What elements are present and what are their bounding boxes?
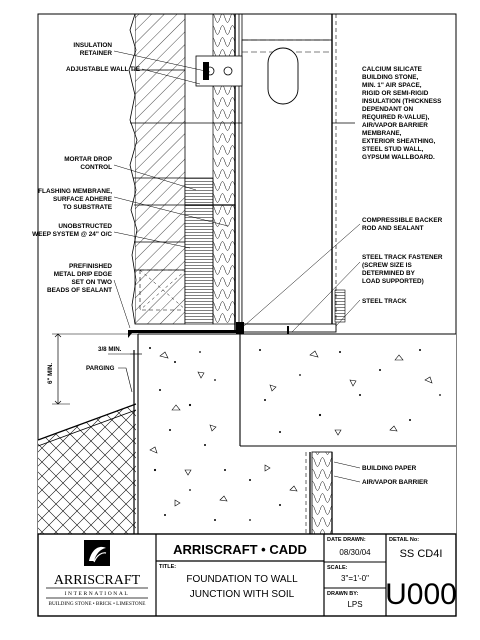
drawn-by-field-label: DRAWN BY: [327, 591, 359, 597]
flashing-membrane [185, 204, 236, 325]
stone-veneer [128, 13, 355, 325]
detail-field-label: DETAIL No: [389, 537, 419, 543]
min-height-label: 6" MIN. [47, 363, 54, 384]
arriscraft-logo: ARRISCRAFT INTERNATIONAL BUILDING STONE … [46, 540, 148, 607]
logo-product-line: BUILDING STONE • BRICK • LIMESTONE [49, 601, 146, 607]
logo-name: ARRISCRAFT [54, 573, 141, 588]
flashing-label-2: SURFACE ADHERE [53, 196, 113, 203]
wall-spec-6: DEPENDANT ON [362, 106, 414, 113]
backer-rod-label-2: ROD AND SEALANT [362, 225, 424, 232]
wall-tie [195, 55, 243, 87]
title-block: ARRISCRAFT INTERNATIONAL BUILDING STONE … [37, 533, 457, 617]
wall-spec-10: EXTERIOR SHEATHING, [362, 138, 436, 145]
metal-drip-edge [128, 330, 240, 338]
concrete-foundation [137, 333, 456, 534]
steel-track-label: STEEL TRACK [362, 298, 407, 305]
drip-label-1: PREFINISHED [69, 263, 112, 270]
fastener-label-4: LOAD SUPPORTED) [362, 278, 424, 285]
drip-label-3: SET ON TWO [72, 279, 113, 286]
logo-subtitle: INTERNATIONAL [65, 591, 130, 597]
date-field-label: DATE DRAWN: [327, 537, 366, 543]
weep-label-2: WEEP SYSTEM @ 24" O/C [32, 231, 112, 238]
detail-code: SS CD4I [400, 548, 443, 560]
fastener-label-2: (SCREW SIZE IS [362, 262, 412, 269]
drawing-title-line-2: JUNCTION WITH SOIL [190, 589, 295, 600]
air-vapor-barrier-label: AIR/VAPOR BARRIER [362, 479, 428, 486]
insulation-retainer-label-2: RETAINER [80, 50, 113, 57]
right-callouts: CALCIUM SILICATE BUILDING STONE, MIN. 1"… [243, 66, 443, 486]
fastener-label-3: DETERMINED BY [362, 270, 416, 277]
wall-spec-5: INSULATION (THICKNESS [362, 98, 442, 105]
left-callouts: INSULATION RETAINER ADJUSTABLE WALL TIE … [32, 42, 229, 329]
parging-label: PARGING [86, 365, 115, 372]
mortar-drop-label-1: MORTAR DROP [64, 156, 113, 163]
flashing-label-1: FLASHING MEMBRANE, [38, 188, 112, 195]
insulation-retainer-label-1: INSULATION [73, 42, 112, 49]
title-field-label: TITLE: [159, 564, 176, 570]
steel-stud [241, 14, 337, 331]
dimension-min-gap: 3/8 MIN. [98, 346, 142, 355]
weep-label-1: UNOBSTRUCTED [58, 223, 112, 230]
parging-callout: PARGING [86, 365, 133, 393]
soil-grade [37, 350, 137, 534]
scale-value: 3"=1'-0" [341, 574, 369, 583]
wall-spec-12: GYPSUM WALLBOARD. [362, 154, 435, 161]
wall-spec-1: CALCIUM SILICATE [362, 66, 423, 73]
wall-spec-2: BUILDING STONE, [362, 74, 419, 81]
wall-tie-label: ADJUSTABLE WALL TIE [66, 66, 141, 73]
wall-spec-9: MEMBRANE, [362, 130, 402, 137]
wall-spec-7: REQUIRED R-VALUE), [362, 114, 430, 121]
drip-label-2: METAL DRIP EDGE [54, 271, 113, 278]
backer-rod-label-1: COMPRESSIBLE BACKER [362, 217, 443, 224]
brand-heading: ARRISCRAFT • CADD [173, 542, 307, 557]
drip-label-4: BEADS OF SEALANT [47, 287, 112, 294]
wall-spec-8: AIR/VAPOR BARRIER [362, 122, 428, 129]
min-gap-label: 3/8 MIN. [98, 346, 122, 353]
drawing-title-line-1: FOUNDATION TO WALL [186, 574, 298, 585]
wall-spec-3: MIN. 1" AIR SPACE, [362, 82, 422, 89]
wall-spec-4: RIGID OR SEMI-RIGID [362, 90, 429, 97]
detail-number: U000 [385, 578, 457, 611]
drawn-by-value: LPS [347, 600, 362, 609]
interior-wall-below [305, 451, 333, 535]
fastener-label-1: STEEL TRACK FASTENER [362, 254, 443, 261]
mortar-drop-label-2: CONTROL [80, 164, 112, 171]
brick-backup [184, 177, 214, 325]
flashing-label-3: TO SUBSTRATE [63, 204, 113, 211]
wall-spec-11: STEEL STUD WALL, [362, 146, 424, 153]
building-paper-label: BUILDING PAPER [362, 465, 417, 472]
scale-field-label: SCALE: [327, 565, 348, 571]
date-value: 08/30/04 [339, 548, 371, 557]
dimension-min-height: 6" MIN. [47, 333, 138, 405]
